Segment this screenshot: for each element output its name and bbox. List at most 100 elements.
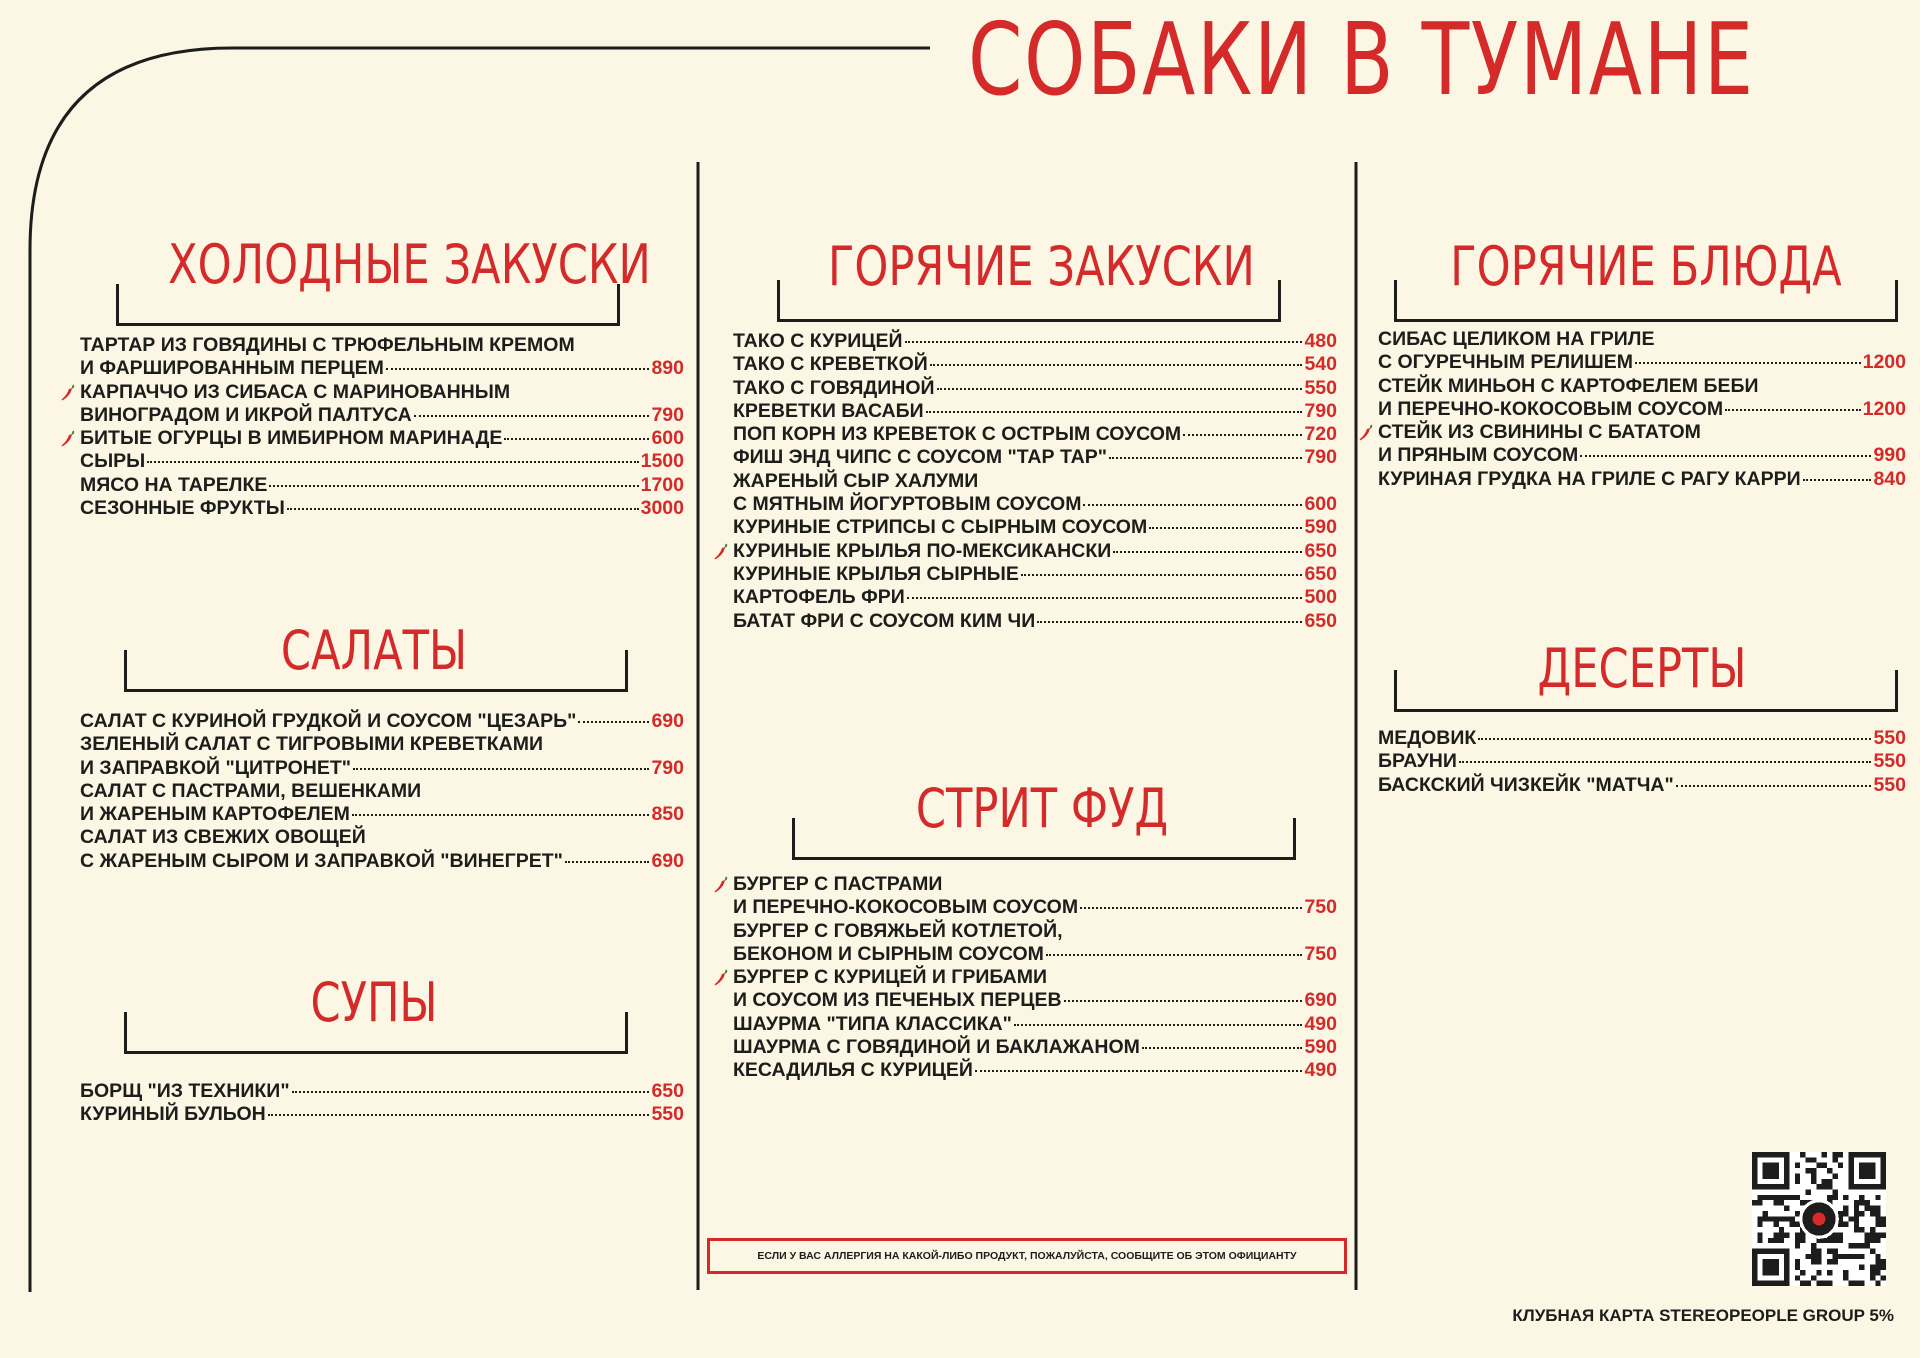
menu-item-name: И СОУСОМ ИЗ ПЕЧЕНЫХ ПЕРЦЕВ: [733, 989, 1062, 1012]
dot-leader: [1037, 620, 1303, 623]
menu-item-name: БАТАТ ФРИ С СОУСОМ КИМ ЧИ: [733, 609, 1036, 632]
dot-leader: [286, 508, 639, 511]
dot-leader: [1013, 1023, 1303, 1026]
section-bracket: [124, 1012, 628, 1054]
menu-item-price: 990: [1873, 444, 1906, 467]
menu-item-price: 600: [651, 427, 684, 450]
menu-item-price: 550: [1873, 727, 1906, 749]
menu-item-name: И ФАРШИРОВАННЫМ ПЕРЦЕМ: [80, 357, 384, 380]
menu-item-name: КУРИНЫЕ КРЫЛЬЯ СЫРНЫЕ: [733, 562, 1019, 585]
menu-item-name: ТАКО С ГОВЯДИНОЙ: [733, 376, 935, 399]
menu-item-price: 650: [1304, 539, 1337, 562]
menu-item: БОРЩ "ИЗ ТЕХНИКИ"650: [80, 1080, 684, 1103]
menu-item-name: ШАУРМА С ГОВЯДИНОЙ И БАКЛАЖАНОМ: [733, 1036, 1140, 1059]
menu-item: МЕДОВИК 550: [1378, 727, 1906, 750]
menu-item-name: ФИШ ЭНД ЧИПС С СОУСОМ "ТАР ТАР": [733, 446, 1107, 469]
dot-leader: [269, 484, 639, 487]
menu-item-name: ПОП КОРН ИЗ КРЕВЕТОК С ОСТРЫМ СОУСОМ: [733, 423, 1182, 446]
menu-item-name: КУРИНАЯ ГРУДКА НА ГРИЛЕ С РАГУ КАРРИ: [1378, 467, 1801, 490]
menu-item: ШАУРМА "ТИПА КЛАССИКА"490: [733, 1013, 1337, 1036]
dot-leader: [353, 767, 650, 770]
section-title-salads: САЛАТЫ: [280, 619, 468, 682]
dot-leader: [385, 368, 650, 371]
menu-item-name: ВИНОГРАДОМ И ИКРОЙ ПАЛТУСА: [80, 403, 412, 426]
menu-item: КУРИНЫЙ БУЛЬОН 550: [80, 1103, 684, 1126]
qr-code-icon[interactable]: [1752, 1152, 1886, 1286]
menu-item-price: 590: [1304, 516, 1337, 539]
chili-pepper-icon: [714, 543, 728, 560]
dot-leader: [1458, 761, 1872, 764]
menu-item-name: КЕСАДИЛЬЯ С КУРИЦЕЙ: [733, 1059, 973, 1082]
menu-item-name: САЛАТ ИЗ СВЕЖИХ ОВОЩЕЙ: [80, 826, 366, 849]
menu-item-price: 750: [1304, 896, 1337, 919]
menu-item-name: БАСКСКИЙ ЧИЗКЕЙК "МАТЧА": [1378, 773, 1674, 796]
dot-leader: [1080, 907, 1303, 910]
dot-leader: [904, 341, 1303, 343]
menu-item-name: С МЯТНЫМ ЙОГУРТОВЫМ СОУСОМ: [733, 493, 1082, 516]
menu-item-price: 690: [651, 710, 684, 732]
menu-item-price: 550: [651, 1103, 684, 1126]
menu-list-salads: САЛАТ С КУРИНОЙ ГРУДКОЙ И СОУСОМ "ЦЕЗАРЬ…: [80, 710, 684, 873]
menu-item-name: И ПЕРЕЧНО-КОКОСОВЫМ СОУСОМ: [733, 896, 1079, 919]
menu-item-name: КРЕВЕТКИ ВАСАБИ: [733, 399, 924, 422]
dot-leader: [1141, 1047, 1303, 1050]
menu-item-price: 790: [1304, 446, 1337, 469]
section-title-soups: СУПЫ: [310, 971, 438, 1034]
menu-item-price: 690: [651, 849, 684, 872]
section-bracket: [1394, 670, 1898, 712]
menu-item-name: И ПРЯНЫМ СОУСОМ: [1378, 444, 1579, 467]
menu-item-name: СЕЗОННЫЕ ФРУКТЫ: [80, 497, 285, 520]
menu-item-name: МЕДОВИК: [1378, 727, 1477, 749]
menu-item-name: И ЖАРЕНЫМ КАРТОФЕЛЕМ: [80, 803, 350, 826]
menu-item: БУРГЕР С ГОВЯЖЬЕЙ КОТЛЕТОЙ,БЕКОНОМ И СЫР…: [733, 920, 1337, 967]
dot-leader: [1675, 784, 1872, 787]
dot-leader: [267, 1114, 650, 1117]
menu-item-name: СИБАС ЦЕЛИКОМ НА ГРИЛЕ: [1378, 328, 1655, 350]
dot-leader: [413, 414, 650, 417]
menu-item-price: 690: [1304, 989, 1337, 1012]
dot-leader: [936, 387, 1303, 390]
dot-leader: [1083, 504, 1303, 507]
menu-item-name: БРАУНИ: [1378, 750, 1457, 773]
menu-item: САЛАТ С КУРИНОЙ ГРУДКОЙ И СОУСОМ "ЦЕЗАРЬ…: [80, 710, 684, 733]
menu-item-name: С ОГУРЕЧНЫМ РЕЛИШЕМ: [1378, 351, 1633, 374]
section-title-street-food: СТРИТ ФУД: [915, 777, 1169, 840]
menu-item: ФИШ ЭНД ЧИПС С СОУСОМ "ТАР ТАР" 790: [733, 446, 1337, 469]
dot-leader: [1725, 408, 1861, 411]
menu-item-name: И ЗАПРАВКОЙ "ЦИТРОНЕТ": [80, 756, 352, 779]
menu-item-price: 890: [651, 357, 684, 380]
dot-leader: [1108, 457, 1303, 460]
menu-item-price: 550: [1873, 750, 1906, 773]
dot-leader: [564, 860, 650, 863]
chili-pepper-icon: [1359, 424, 1373, 441]
menu-item-price: 490: [1304, 1012, 1337, 1035]
menu-item-price: 500: [1304, 586, 1337, 609]
menu-item-name: СТЕЙК ИЗ СВИНИНЫ С БАТАТОМ: [1378, 421, 1701, 444]
menu-item-price: 1200: [1862, 397, 1906, 420]
menu-item-name: КУРИНЫЙ БУЛЬОН: [80, 1103, 266, 1126]
chili-pepper-icon: [714, 969, 728, 986]
club-card-note: КЛУБНАЯ КАРТА STEREOPEOPLE GROUP 5%: [1512, 1306, 1894, 1325]
menu-item-name: С ЖАРЕНЫМ СЫРОМ И ЗАПРАВКОЙ "ВИНЕГРЕТ": [80, 849, 563, 872]
section-bracket: [124, 650, 628, 692]
dot-leader: [1802, 478, 1872, 481]
dot-leader: [906, 597, 1303, 600]
dot-leader: [929, 364, 1303, 367]
dot-leader: [1478, 738, 1872, 740]
